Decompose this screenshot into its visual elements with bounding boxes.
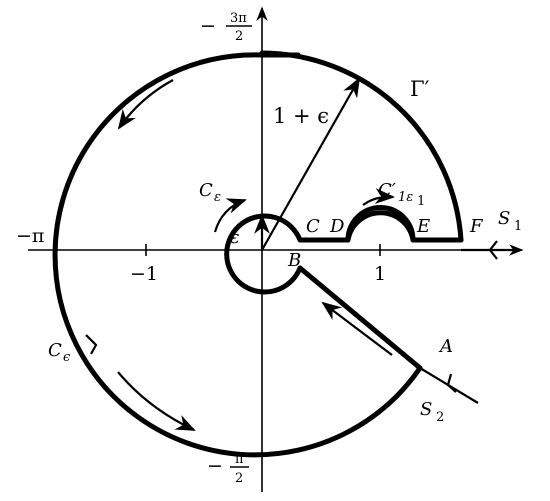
label-bottom-axis: − π 2 (207, 452, 249, 486)
label-tick-one: 1 (374, 263, 386, 285)
arrow-small-circle (213, 198, 247, 233)
svg-text:1: 1 (417, 194, 425, 209)
label-s1: S 1 (498, 208, 522, 234)
svg-text:2: 2 (436, 410, 444, 425)
arrow-lower-left (117, 371, 196, 431)
radius-arrow (261, 77, 360, 251)
svg-text:S: S (420, 399, 432, 420)
svg-text:ε: ε (214, 190, 221, 205)
label-tick-minus-one: −1 (130, 263, 158, 285)
label-point-e: E (416, 216, 430, 237)
svg-text:3π: 3π (230, 11, 247, 26)
arrow-upper-left (117, 79, 174, 130)
svg-text:π: π (235, 452, 244, 467)
label-c-eps-big: C ϵ (48, 340, 71, 365)
svg-text:S: S (498, 208, 510, 229)
contour-bump (345, 210, 416, 243)
svg-text:ϵ: ϵ (63, 350, 71, 365)
arrow-along-s2 (321, 301, 393, 356)
svg-text:C: C (48, 340, 62, 361)
label-point-c: C (306, 216, 320, 237)
label-s2: S 2 (420, 399, 444, 425)
contour-gamma-prime (52, 52, 423, 458)
s1-arrowhead (488, 240, 498, 260)
label-point-a: A (438, 336, 453, 357)
label-gamma-prime: Γ′ (410, 77, 430, 101)
svg-text:−: − (207, 455, 223, 477)
label-minus-pi: −π (16, 225, 44, 247)
label-radius: 1 + ϵ (273, 104, 329, 128)
label-point-f: F (469, 216, 484, 237)
arrow-bump (362, 188, 395, 206)
c-epsilon-tick (85, 334, 98, 355)
svg-text:−: − (200, 15, 216, 37)
label-epsilon: ε (230, 227, 240, 248)
label-point-b: B (287, 250, 301, 271)
svg-text:2: 2 (235, 29, 243, 44)
svg-text:C′: C′ (378, 180, 396, 201)
s2-tick (446, 373, 457, 393)
svg-text:1ε: 1ε (398, 190, 413, 205)
svg-text:1: 1 (514, 219, 522, 234)
svg-text:2: 2 (235, 471, 243, 486)
label-c-epsilon-small: C ε (199, 180, 221, 205)
label-point-d: D (329, 216, 345, 237)
svg-text:C: C (199, 180, 213, 201)
label-top-axis: − 3π 2 (200, 11, 252, 44)
label-c-prime: C′ 1ε 1 (378, 180, 425, 209)
contour-top-segment (259, 50, 464, 243)
